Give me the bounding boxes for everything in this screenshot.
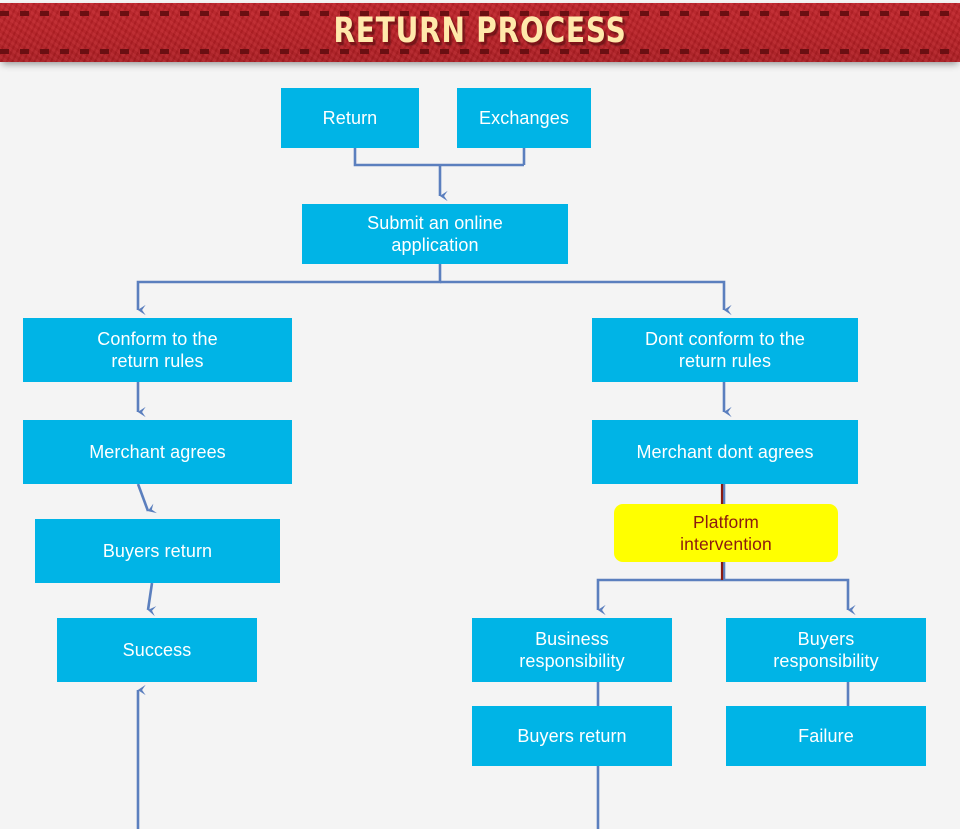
node-label: Failure — [798, 726, 854, 746]
node-exchanges[interactable]: Exchanges — [457, 88, 591, 148]
node-label: Buyers responsibility — [773, 629, 879, 671]
node-business-responsibility[interactable]: Business responsibility — [472, 618, 672, 682]
connector-loopback-to-success — [136, 684, 600, 829]
flowchart-canvas: Return Exchanges Submit an online applic… — [0, 72, 960, 829]
node-buyers-return-left[interactable]: Buyers return — [35, 519, 280, 583]
node-label: Return — [322, 108, 378, 128]
connector-platform-split-right — [724, 578, 856, 616]
node-label: Dont conform to the return rules — [645, 329, 805, 371]
node-buyers-return-right[interactable]: Buyers return — [472, 706, 672, 766]
banner-ribbon — [0, 3, 960, 62]
page-title: RETURN PROCESS — [333, 11, 627, 51]
node-label: Buyers return — [517, 726, 627, 746]
node-merchant-agrees[interactable]: Merchant agrees — [23, 420, 292, 484]
connector-return-to-merge — [353, 148, 524, 167]
node-buyers-responsibility[interactable]: Buyers responsibility — [726, 618, 926, 682]
connector-merchant-to-buyers — [136, 483, 157, 514]
banner-header: RETURN PROCESS — [0, 0, 960, 72]
connector-buyers-to-success — [146, 582, 157, 617]
node-dont-conform-to-the-return-rules[interactable]: Dont conform to the return rules — [592, 318, 858, 382]
node-failure[interactable]: Failure — [726, 706, 926, 766]
node-label: Platform intervention — [680, 512, 772, 554]
node-return[interactable]: Return — [281, 88, 419, 148]
node-submit-an-online-application[interactable]: Submit an online application — [302, 204, 568, 264]
flowchart-connectors — [136, 148, 856, 829]
node-label: Submit an online application — [367, 213, 503, 255]
node-label: Merchant agrees — [89, 442, 226, 462]
node-label: Conform to the return rules — [97, 329, 218, 371]
node-label: Exchanges — [479, 108, 569, 128]
node-label: Success — [122, 640, 192, 660]
node-label: Merchant dont agrees — [636, 442, 814, 462]
node-merchant-dont-agrees[interactable]: Merchant dont agrees — [592, 420, 858, 484]
node-label: Buyers return — [102, 541, 213, 561]
banner-stitch-bottom-icon — [0, 49, 960, 54]
connector-submit-split — [136, 264, 442, 316]
connector-platform-split-left — [596, 578, 724, 616]
connector-submit-split-right — [440, 280, 732, 316]
banner-stitch-top-icon — [0, 11, 960, 16]
node-conform-to-the-return-rules[interactable]: Conform to the return rules — [23, 318, 292, 382]
node-platform-intervention[interactable]: Platform intervention — [614, 504, 838, 562]
node-success[interactable]: Success — [57, 618, 257, 682]
node-label: Business responsibility — [519, 629, 625, 671]
